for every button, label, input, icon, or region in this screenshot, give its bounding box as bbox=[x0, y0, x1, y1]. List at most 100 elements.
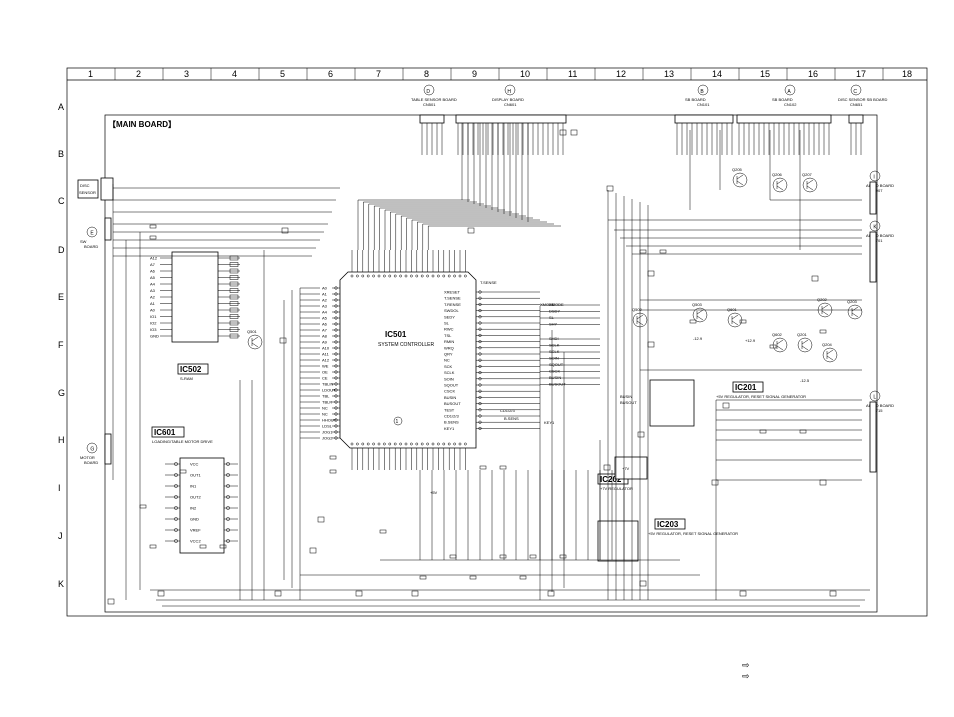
bus-label-7: SOIN bbox=[549, 356, 559, 361]
ic501-pin-a3: A3 bbox=[322, 304, 328, 309]
grid-col-13: 13 bbox=[664, 69, 674, 79]
svg-text:1: 1 bbox=[396, 419, 399, 425]
grid-frame bbox=[66, 67, 928, 617]
ic601-pin-vref: VREF bbox=[190, 528, 201, 533]
ic501-pin-a2: A2 bbox=[322, 298, 328, 303]
ic502-pin-8: A0 bbox=[150, 308, 156, 313]
bus-label-6: SCLK bbox=[549, 349, 560, 354]
ic601-pin-out2: OUT2 bbox=[190, 495, 201, 500]
grid-col-3: 3 bbox=[184, 69, 189, 79]
connector-d-ref: CN501 bbox=[423, 102, 436, 107]
transistor-9: Q204 bbox=[822, 342, 838, 363]
transistor-label-4: Q601 bbox=[727, 307, 738, 312]
ic501-pin-busout: BUSOUT bbox=[444, 401, 461, 406]
grid-row-D: D bbox=[58, 245, 65, 255]
ic501-pin-sck: SCK bbox=[444, 364, 453, 369]
grid-col-10: 10 bbox=[520, 69, 530, 79]
connector-a-name: SB BOARD bbox=[772, 97, 793, 102]
ic601-label: IC601 bbox=[154, 428, 176, 437]
connector-g-letter: G bbox=[90, 447, 94, 453]
ic601-pin-vcc: VCC bbox=[190, 462, 199, 467]
bus-label-3: SHY bbox=[549, 322, 558, 327]
connector-b-letter: B bbox=[700, 89, 704, 95]
grid-row-J: J bbox=[58, 531, 63, 541]
grid-row-C: C bbox=[58, 196, 65, 206]
transistor-label-6: Q201 bbox=[797, 332, 808, 337]
ic501-pin-bsens: B.SENS bbox=[444, 420, 459, 425]
ic501-pin-sl: SL bbox=[444, 321, 450, 326]
transistor-label-3: Q503 bbox=[692, 302, 703, 307]
connector-l-ref: CN715 bbox=[870, 408, 883, 413]
connector-d-name: TABLE SENSOR BOARD bbox=[411, 97, 457, 102]
grid-col-4: 4 bbox=[232, 69, 237, 79]
ic501-pin-we: WE bbox=[322, 364, 329, 369]
bus-label-10: BUSIN bbox=[549, 375, 561, 380]
ic501-pin-jog2: JOG2 bbox=[322, 436, 333, 441]
ic501-pin-tbl: TBL bbox=[322, 394, 330, 399]
ic501-pin-xreset: XRESET bbox=[444, 290, 461, 295]
ic203-regulator: IC203 +5V REGULATOR, RESET SIGNAL GENERA… bbox=[597, 518, 738, 562]
transistor-label-11: Q206 bbox=[772, 172, 783, 177]
ic501-pin-tsl: TSL bbox=[444, 333, 452, 338]
connector-e-ref: BOARD bbox=[84, 244, 98, 249]
net-label-7: CD1/2/3 bbox=[500, 408, 515, 413]
net-label-1: +7V bbox=[622, 466, 630, 471]
ic203-label: IC203 bbox=[657, 520, 679, 529]
grid-col-9: 9 bbox=[472, 69, 477, 79]
ic501-label: IC501 bbox=[385, 330, 407, 339]
signal-arrow-1: ⇨ bbox=[742, 660, 750, 670]
transistor-11: Q206 bbox=[772, 172, 788, 193]
ic202-desc: +7V REGULATOR bbox=[600, 486, 633, 491]
ic501-pin-rmin: RMIN bbox=[444, 339, 454, 344]
connector-c-letter: C bbox=[853, 89, 857, 95]
ic501-pin-a12: A12 bbox=[322, 358, 330, 363]
transistor-3: Q503 bbox=[692, 302, 708, 323]
ic501-pin-ldout: LDOUT bbox=[322, 388, 336, 393]
ic501-pin-a5: A5 bbox=[322, 316, 328, 321]
transistor-4: Q601 bbox=[727, 307, 743, 328]
ic501-pin-a6: A6 bbox=[322, 322, 328, 327]
ic502-pin-9: IO1 bbox=[150, 314, 157, 319]
connector-l-letter: L bbox=[873, 395, 876, 401]
ic501-pin-wrq: WRQ bbox=[444, 345, 454, 350]
ic502-desc: S-RAM bbox=[180, 376, 193, 381]
transistor-8: Q203 bbox=[847, 299, 863, 320]
ic502-pin-1: A7 bbox=[150, 262, 156, 267]
ic502-label: IC502 bbox=[180, 365, 202, 374]
ic601-pin-vcc2: VCC2 bbox=[190, 539, 201, 544]
connector-h-letter: H bbox=[507, 89, 511, 95]
net-label-4: +12.9 bbox=[745, 338, 756, 343]
connector-i-ref: CN907 bbox=[870, 188, 883, 193]
ic601-pin-in2: IN2 bbox=[190, 506, 197, 511]
net-label-8: XMODE bbox=[540, 302, 555, 307]
ic501-pin-trense: T.RENSE bbox=[444, 302, 461, 307]
bus-label-9: CSCK bbox=[549, 369, 560, 374]
ic201-desc: +5V REGULATOR, RESET SIGNAL GENERATOR bbox=[716, 394, 806, 399]
ic601-pin-gnd: GND bbox=[190, 517, 199, 522]
ic501-pin-a10: A10 bbox=[322, 346, 330, 351]
grid-col-12: 12 bbox=[616, 69, 626, 79]
ic502-pin-6: A2 bbox=[150, 295, 156, 300]
connector-i-name: AUDIO BOARD bbox=[866, 183, 894, 188]
grid-col-7: 7 bbox=[376, 69, 381, 79]
connector-g-ref: BOARD bbox=[84, 460, 98, 465]
transistor-label-9: Q204 bbox=[822, 342, 833, 347]
net-label-6: BUSOUT bbox=[620, 400, 637, 405]
grid-row-G: G bbox=[58, 388, 65, 398]
grid-col-17: 17 bbox=[856, 69, 866, 79]
net-label-9: T.SENSE bbox=[480, 280, 497, 285]
transistor-label-7: Q202 bbox=[817, 297, 828, 302]
ic501-pin-sqout: SQOUT bbox=[444, 383, 459, 388]
ic502-pin-2: A6 bbox=[150, 269, 156, 274]
connector-e-name: SW bbox=[80, 239, 87, 244]
connector-e-letter: E bbox=[90, 231, 94, 237]
ic501-pin-tsense: T.SENSE bbox=[444, 296, 461, 301]
ic501-pin-rwc: RWC bbox=[444, 327, 454, 332]
